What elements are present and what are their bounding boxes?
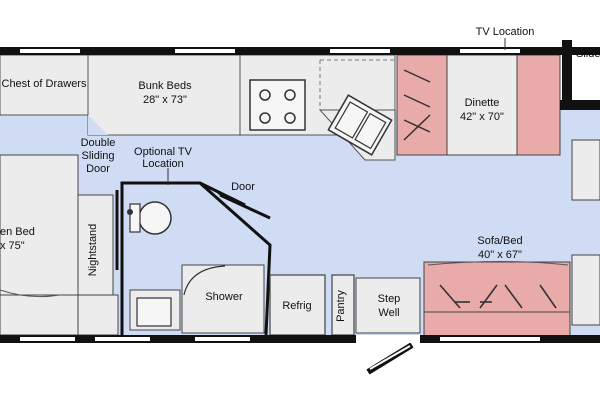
toilet [127, 201, 172, 235]
bottom-wall [0, 335, 600, 343]
burner-2 [284, 89, 296, 101]
label-optional-tv-2: Location [142, 158, 184, 170]
step-well [355, 277, 421, 334]
label-double-sliding-door-2: Sliding [81, 150, 114, 162]
top-windows [20, 49, 520, 53]
bunk-beds-corner [88, 115, 108, 135]
label-step-well-1: Step [378, 293, 401, 305]
label-double-sliding-door-1: Double [81, 137, 116, 149]
sofa-bed-marks [439, 284, 557, 309]
burner-3 [259, 112, 271, 124]
cab-wall [560, 100, 600, 110]
shower [181, 264, 265, 334]
burner-4 [284, 112, 296, 124]
label-double-sliding-door-3: Door [86, 163, 110, 175]
bath-sink-basin [136, 297, 172, 327]
door-swing [217, 192, 271, 219]
shower-curve [183, 265, 226, 296]
bed-foot-curve [0, 289, 61, 298]
bottom-windows [20, 337, 540, 341]
label-optional-tv-1: Optional TV [134, 146, 193, 158]
bottom-cabinet-left [0, 294, 79, 336]
stove [249, 79, 306, 131]
dinette-seat-right [516, 54, 561, 156]
passenger-seat [571, 139, 600, 201]
label-nightstand: Nightstand [87, 224, 99, 277]
label-bunk-beds-size: 28" x 73" [143, 94, 187, 106]
kitchen-sink [327, 94, 393, 156]
sofa-back [423, 311, 571, 338]
refrigerator [269, 274, 326, 336]
label-dinette: Dinette [465, 97, 500, 109]
chest-of-drawers [0, 54, 89, 116]
label-sofa-bed-size: 40" x 67" [478, 249, 522, 261]
driver-seat [571, 254, 600, 326]
label-chest-of-drawers: Chest of Drawers [2, 78, 87, 90]
label-refrig: Refrig [282, 300, 311, 312]
sofa-fold [427, 261, 569, 266]
label-sofa-bed: Sofa/Bed [477, 235, 522, 247]
burner-1 [259, 89, 271, 101]
label-tv-location: TV Location [476, 26, 535, 38]
label-shower: Shower [205, 291, 243, 303]
label-slide-partial: Slided [576, 48, 600, 60]
dinette-bed-marks [403, 69, 431, 141]
label-step-well-2: Well [378, 307, 399, 319]
dinette-table [446, 54, 518, 156]
bottom-cabinet-left-2 [77, 294, 119, 336]
label-door: Door [231, 181, 255, 193]
label-dinette-size: 42" x 70" [460, 111, 504, 123]
label-bunk-beds: Bunk Beds [138, 80, 192, 92]
entry-door-inner [369, 345, 411, 370]
entry-gap [356, 335, 420, 343]
label-pantry: Pantry [335, 290, 347, 322]
label-queen-bed-size: x 75" [0, 240, 25, 252]
label-queen-bed: en Bed [0, 226, 35, 238]
top-wall [0, 47, 600, 55]
slideout-wall [562, 40, 572, 110]
nightstand [77, 194, 114, 301]
